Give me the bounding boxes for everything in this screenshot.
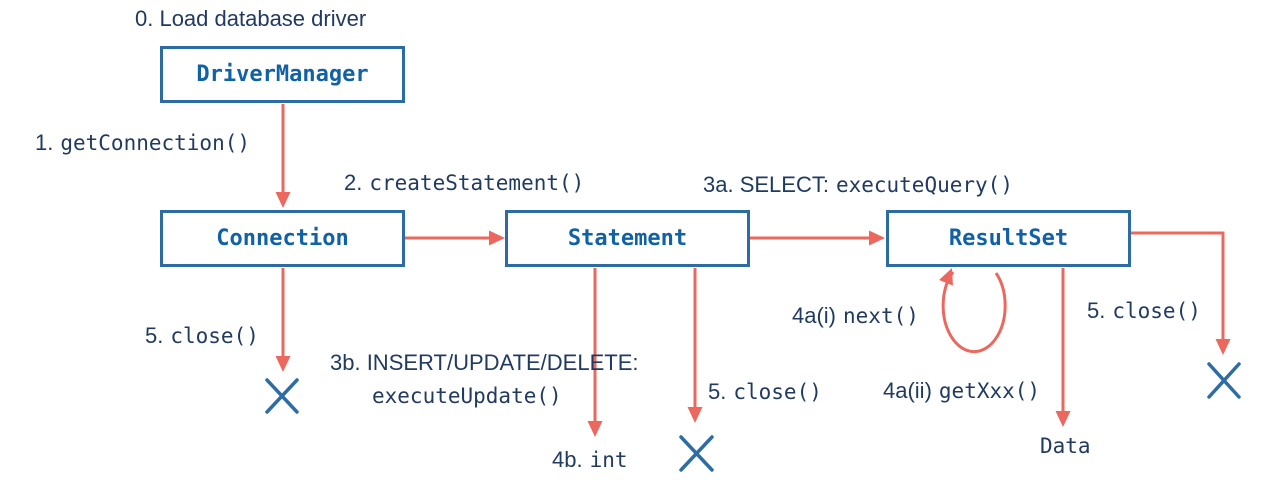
label-create-statement: 2.createStatement() — [344, 170, 584, 196]
label-prefix: 5. — [708, 379, 727, 404]
label-prefix: 4a(i) — [792, 303, 837, 328]
label-prefix: 1. — [35, 130, 54, 155]
arrow-connection-close — [275, 268, 291, 372]
arrow-create-statement — [405, 230, 505, 246]
label-data-result: Data — [1040, 433, 1091, 459]
label-close-statement: 5.close() — [708, 379, 822, 405]
label-prefix: 3a. SELECT: — [703, 172, 829, 197]
label-code: close() — [170, 324, 259, 348]
label-prefix: 0. Load database driver — [135, 6, 367, 31]
arrow-getxxx-data — [1055, 268, 1071, 427]
x-mark-statement — [679, 435, 714, 472]
label-close-connection: 5.close() — [145, 323, 259, 349]
label-execute-query: 3a. SELECT:executeQuery() — [703, 172, 1013, 198]
label-get-connection: 1.getConnection() — [35, 130, 250, 156]
label-code: getConnection() — [60, 131, 251, 155]
arrow-execute-update — [587, 268, 603, 437]
label-code: createStatement() — [369, 171, 585, 195]
label-execute-update-line2: executeUpdate() — [372, 383, 562, 409]
label-prefix: 4b. — [552, 447, 583, 472]
label-close-resultset: 5.close() — [1087, 298, 1201, 324]
x-mark-resultset — [1207, 362, 1241, 399]
node-connection: Connection — [160, 210, 405, 267]
node-statement: Statement — [505, 210, 750, 267]
arrow-load-connection — [275, 104, 291, 208]
node-resultset: ResultSet — [886, 210, 1131, 267]
label-execute-update-line1: 3b. INSERT/UPDATE/DELETE: — [330, 350, 646, 376]
label-prefix: 4a(ii) — [883, 378, 932, 403]
label-code: executeQuery() — [835, 173, 1013, 197]
label-prefix: 5. — [145, 323, 164, 348]
label-prefix: 2. — [344, 170, 363, 195]
label-code: close() — [733, 380, 822, 404]
label-code: Data — [1040, 434, 1091, 458]
node-drivermanager: DriverManager — [160, 46, 405, 103]
arrow-resultset-close — [1130, 231, 1231, 355]
label-prefix: 5. — [1087, 298, 1106, 323]
label-prefix: 3b. INSERT/UPDATE/DELETE: — [330, 350, 639, 375]
loop-next-icon — [939, 268, 1007, 354]
label-code: executeUpdate() — [372, 384, 562, 408]
label-code: close() — [1112, 299, 1201, 323]
label-get-xxx: 4a(ii)getXxx() — [883, 378, 1040, 404]
label-code: int — [589, 448, 628, 472]
label-code: next() — [843, 304, 919, 328]
label-next-loop: 4a(i)next() — [792, 303, 919, 329]
x-mark-connection — [265, 378, 299, 414]
label-load-driver: 0. Load database driver — [135, 6, 373, 32]
arrow-statement-close — [687, 268, 703, 423]
arrow-execute-query — [750, 230, 885, 246]
label-code: getXxx() — [938, 379, 1041, 403]
label-int-result: 4b.int — [552, 447, 628, 473]
